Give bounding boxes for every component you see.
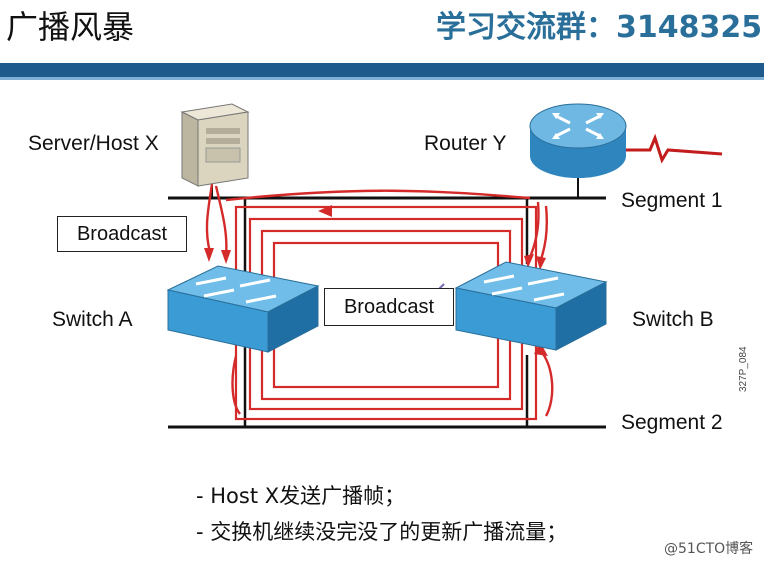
- arrow-head-server-b: [221, 250, 231, 264]
- header-band: [0, 63, 764, 77]
- slide-title: 广播风暴: [6, 8, 135, 46]
- broadcast-flow-arrows: [205, 183, 554, 417]
- header-band-light: [0, 77, 764, 80]
- watermark: @51CTO博客: [664, 541, 754, 557]
- arrow-head-b-in2: [536, 256, 546, 270]
- switch-b-icon: [454, 261, 608, 351]
- broadcast-box-left: Broadcast: [57, 216, 187, 252]
- broadcast-box-center: Broadcast: [324, 288, 454, 326]
- server-icon: [180, 103, 250, 187]
- arrow-head-b-in: [524, 254, 534, 268]
- arrow-head-server-a: [204, 248, 214, 262]
- arrow-head-b-up: [534, 342, 548, 356]
- switch-a-label: Switch A: [52, 308, 133, 331]
- switch-b-label: Switch B: [632, 308, 714, 331]
- bullet-1: - Host X发送广播帧；: [196, 484, 406, 508]
- bullet-2: - 交换机继续没完没了的更新广播流量；: [196, 520, 568, 544]
- group-banner: 学习交流群：3148325: [436, 10, 763, 45]
- wan-link: [612, 133, 723, 164]
- segment-2-label: Segment 2: [621, 411, 723, 434]
- server-label: Server/Host X: [28, 132, 159, 155]
- arrow-head-left-top: [318, 205, 332, 217]
- segment-1-label: Segment 1: [621, 189, 723, 212]
- router-icon: [529, 103, 627, 178]
- switch-a-icon: [166, 265, 320, 353]
- figure-code: 327P_084: [738, 346, 749, 392]
- router-label: Router Y: [424, 132, 507, 155]
